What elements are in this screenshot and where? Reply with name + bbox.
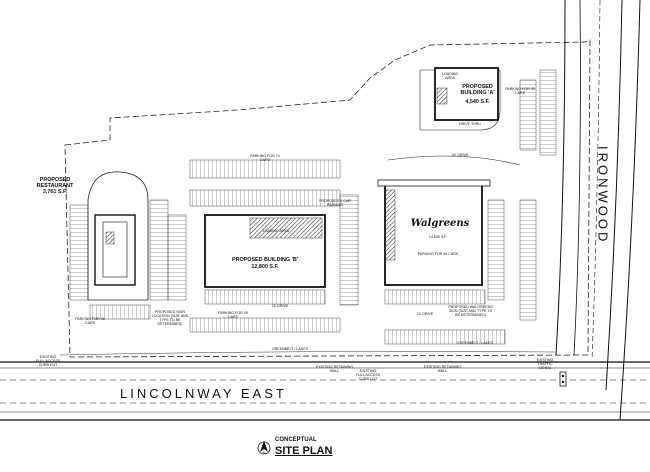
drive-b-label: 24' DRIVE: [271, 304, 289, 308]
restaurant-label: PROPOSED RESTAURANT 3,761 S.F.: [20, 177, 90, 196]
walgreens-area: 14,650 S.F.: [428, 235, 448, 239]
walgreens-parking: PARKING FOR 94 CARS: [417, 252, 459, 256]
building-b-area: 12,800 S.F.: [251, 264, 279, 270]
drive-thru-label: DRIVE THRU: [459, 122, 481, 126]
parking-restaurant: PARKING FOR 48 CARS: [75, 317, 105, 325]
restaurant-area: 3,761 S.F.: [42, 188, 68, 195]
greenbelt-right: GREENBELT / LAKES: [456, 341, 494, 345]
north-letter: N: [262, 451, 266, 455]
restaurant-lot: [69, 171, 169, 320]
lincolnway-label: LINCOLNWAY EAST: [120, 386, 287, 401]
title-conceptual: CONCEPTUAL: [275, 437, 317, 443]
traffic-signal-icon: [559, 371, 567, 387]
drive-top-label: 24' DRIVE: [451, 153, 469, 157]
parking-b-bottom: PARKING FOR 49 CARS: [218, 311, 248, 319]
property-boundary: [64, 39, 591, 358]
ironwood-road: [555, 0, 641, 421]
building-b-loading: LOADING AREA: [262, 229, 290, 233]
curb-cut-left: EXISTING FULL ACCESS CURB CUT: [35, 355, 61, 367]
drive-walgreens-label: 24' DRIVE: [416, 312, 434, 316]
lincolnway-road: [0, 361, 650, 421]
curb-cut-mid: EXISTING FULL ACCESS CURB CUT: [355, 369, 381, 381]
north-arrow-icon: [257, 441, 271, 455]
building-b: [167, 159, 359, 333]
walgreens-building: [377, 155, 537, 345]
walgreens-logo: Walgreens: [410, 218, 470, 229]
greenbelt-left: GREENBELT / LAKES: [271, 347, 309, 351]
building-a-loading: LOADING AREA: [441, 72, 459, 80]
sign-left-note: PROPOSED SIGN LOCATION (SIZE AND TYPE TO…: [151, 310, 189, 326]
parking-b-top: PARKING FOR 74 CARS: [250, 154, 280, 162]
title-site-plan: SITE PLAN: [275, 445, 333, 457]
building-a: [419, 67, 557, 156]
parking-proposed: PROPOSED 2 CAR PARKING: [319, 199, 351, 207]
sign-right-note: PROPOSED WALGREENS SIGN (SIZE AND TYPE T…: [448, 305, 493, 317]
greenbelt-line: [59, 351, 556, 356]
building-a-name: PROPOSED BUILDING 'A': [460, 84, 495, 96]
ironwood-label: IRONWOOD: [595, 145, 611, 245]
parking-a: PARKING FOR 33 CARS: [505, 87, 535, 95]
restaurant-label-line1: PROPOSED: [39, 177, 71, 183]
building-b-name: PROPOSED BUILDING 'B': [231, 257, 299, 263]
retaining-wall-2: EXISTING RETAINING WALL: [423, 365, 462, 373]
restaurant-label-line2: RESTAURANT: [36, 182, 74, 189]
building-a-area: 4,540 S.F.: [465, 99, 490, 105]
retaining-wall-1: EXISTING RETAINING WALL: [315, 365, 354, 373]
traffic-signal-note: EXISTING TRAFFIC SIGNAL: [536, 358, 554, 370]
